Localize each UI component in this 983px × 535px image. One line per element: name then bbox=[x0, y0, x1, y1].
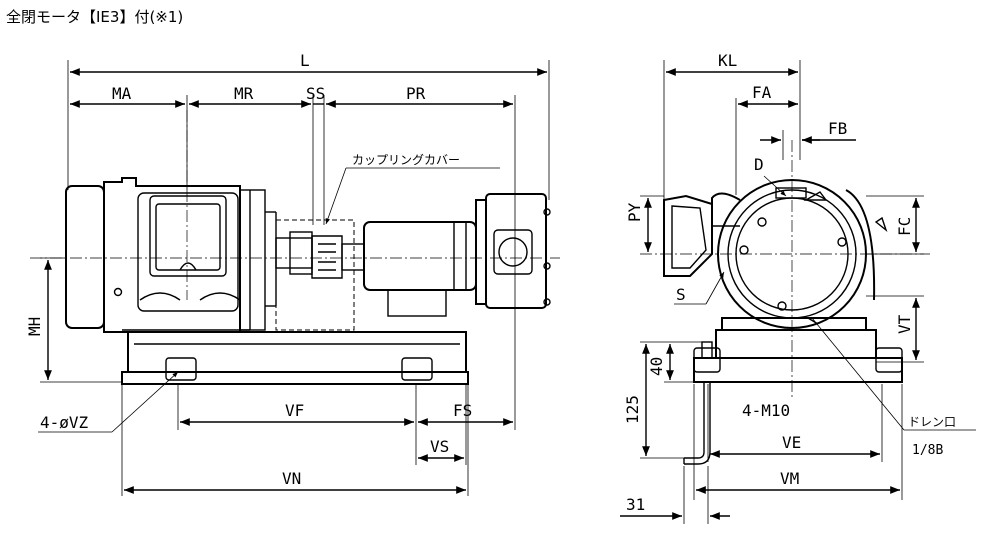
foundation-bolt bbox=[683, 341, 713, 465]
pump bbox=[363, 193, 551, 317]
dim-PR: PR bbox=[406, 84, 426, 103]
dim-VS: VS bbox=[430, 437, 449, 456]
dim-SS: SS bbox=[306, 84, 325, 103]
coupling bbox=[275, 231, 365, 279]
dim-MR: MR bbox=[234, 84, 254, 103]
dim-PY: PY bbox=[625, 202, 644, 222]
dim-125: 125 bbox=[623, 395, 642, 424]
dim-VF: VF bbox=[285, 401, 304, 420]
dim-FA: FA bbox=[752, 83, 772, 102]
base bbox=[121, 331, 469, 385]
dim-40: 40 bbox=[647, 357, 666, 376]
dim-VM: VM bbox=[780, 469, 799, 488]
drain-size: 1/8B bbox=[912, 443, 943, 458]
dim-MH: MH bbox=[25, 317, 44, 336]
drawing-title: 全閉モータ【IE3】付(※1) bbox=[6, 8, 183, 26]
dim-S: S bbox=[676, 285, 686, 304]
dim-VZ: 4-øVZ bbox=[40, 413, 89, 432]
dim-VE: VE bbox=[782, 433, 801, 452]
coupling-cover-label: カップリングカバー bbox=[352, 153, 460, 167]
dim-KL: KL bbox=[718, 51, 737, 70]
dim-VT: VT bbox=[895, 314, 914, 334]
front-view: L MA MR SS PR bbox=[25, 51, 560, 496]
dim-L: L bbox=[300, 51, 310, 70]
dim-FS: FS bbox=[453, 401, 472, 420]
motor bbox=[65, 177, 277, 333]
dim-FB: FB bbox=[828, 119, 847, 138]
dim-MA: MA bbox=[112, 84, 132, 103]
dim-VN: VN bbox=[282, 469, 301, 488]
side-base bbox=[693, 317, 903, 383]
coupling-cover bbox=[275, 219, 355, 331]
dim-FC: FC bbox=[895, 217, 914, 236]
drain-label: ドレン口 bbox=[908, 415, 956, 429]
pump-head bbox=[663, 194, 740, 277]
dim-D: D bbox=[754, 155, 764, 174]
dim-31: 31 bbox=[626, 495, 645, 514]
side-view: KL FA FB D bbox=[620, 51, 976, 524]
dim-M10: 4-M10 bbox=[742, 401, 790, 420]
